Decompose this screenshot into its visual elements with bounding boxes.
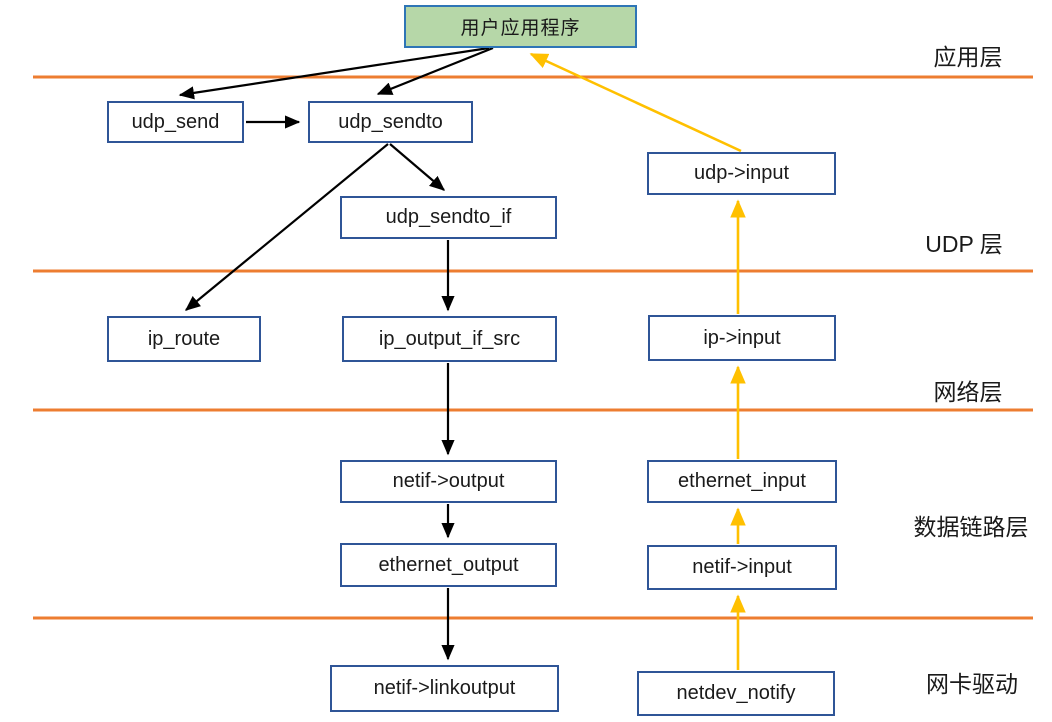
node-ethernet-input: ethernet_input bbox=[647, 460, 837, 503]
node-udp-input: udp->input bbox=[647, 152, 836, 195]
node-ip-route: ip_route bbox=[107, 316, 261, 362]
layer-label-application: 应用层 bbox=[933, 44, 1003, 70]
receive-path-arrows bbox=[529, 52, 746, 670]
node-netdev-notify: netdev_notify bbox=[637, 671, 835, 716]
node-netif-output: netif->output bbox=[340, 460, 557, 503]
layer-label-datalink: 数据链路层 bbox=[913, 514, 1029, 540]
node-ethernet-output: ethernet_output bbox=[340, 543, 557, 587]
send-path-arrows bbox=[178, 46, 494, 661]
node-user-application: 用户应用程序 bbox=[404, 5, 637, 48]
node-udp-send: udp_send bbox=[107, 101, 244, 143]
node-udp-sendto: udp_sendto bbox=[308, 101, 473, 143]
node-udp-sendto-if: udp_sendto_if bbox=[340, 196, 557, 239]
node-netif-input: netif->input bbox=[647, 545, 837, 590]
layer-label-nic-driver: 网卡驱动 bbox=[926, 671, 1018, 697]
node-netif-linkoutput: netif->linkoutput bbox=[330, 665, 559, 712]
node-ip-output-if-src: ip_output_if_src bbox=[342, 316, 557, 362]
layer-label-network: 网络层 bbox=[933, 379, 1003, 405]
layer-divider-lines bbox=[33, 75, 1033, 620]
layer-label-udp: UDP 层 bbox=[925, 231, 1003, 257]
node-ip-input: ip->input bbox=[648, 315, 836, 361]
